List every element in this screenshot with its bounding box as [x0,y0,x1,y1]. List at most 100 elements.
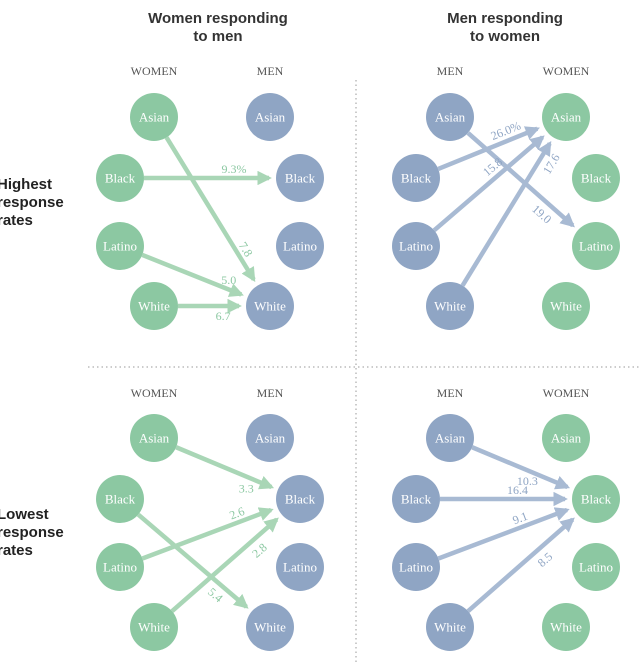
row-title-line: response [0,194,64,211]
node-men-label: Black [285,492,316,507]
node-women-label: White [550,299,582,314]
flow-value-label: 6.7 [216,309,231,323]
flow-value-label: 9.1 [511,509,530,527]
node-men-label: White [434,620,466,635]
node-men-label: Asian [435,431,466,446]
node-women-label: Latino [103,239,137,254]
flow-arrow [466,517,575,613]
node-men-circle [276,154,324,202]
flow-value-label: 9.3% [222,162,247,176]
node-women-circle [572,543,620,591]
node-men-circle [276,543,324,591]
node-women-label: Latino [103,560,137,575]
flow-arrow [164,136,256,283]
node-men-circle [246,93,294,141]
panel-right-header: WOMEN [543,386,590,400]
node-women-label: Asian [551,110,582,125]
node-women-circle [130,414,178,462]
node-women-label: Black [581,492,612,507]
node-women-circle [572,475,620,523]
column-title-line: to men [193,28,243,45]
node-women-circle [572,222,620,270]
node-men-label: White [254,620,286,635]
node-men-label: Asian [255,110,286,125]
node-women-label: Asian [551,431,582,446]
node-women-circle [542,282,590,330]
flow-arrow [466,131,575,228]
panel-right-header: MEN [257,64,284,78]
node-women-circle [96,154,144,202]
flow-value-label: 16.4 [507,483,528,497]
column-title-men-to-women: Men responding to women [405,10,605,46]
node-women-label: White [138,620,170,635]
node-men-circle [426,282,474,330]
node-men-label: Latino [399,239,433,254]
node-men-circle [246,414,294,462]
column-title-women-to-men: Women responding to men [118,10,318,46]
node-men-label: Asian [435,110,466,125]
node-women-circle [130,93,178,141]
node-women-label: Asian [139,110,170,125]
column-title-line: Women responding [148,10,288,27]
node-women-circle [96,475,144,523]
flow-value-label: 10.3 [517,474,538,488]
flow-arrow [437,126,540,172]
node-men-circle [426,603,474,651]
node-women-label: Black [105,492,136,507]
node-men-circle [392,154,440,202]
flow-arrow [432,135,545,233]
row-title-line: rates [0,212,33,229]
node-men-label: Latino [283,560,317,575]
panel-left-header: WOMEN [131,386,178,400]
node-men-label: Latino [283,239,317,254]
column-title-line: Men responding [447,10,563,27]
node-men-label: Black [285,171,316,186]
flow-arrow [460,140,552,287]
node-men-circle [392,222,440,270]
flow-value-label: 2.6 [227,504,246,522]
node-men-circle [276,222,324,270]
row-title-line: Highest [0,176,53,193]
row-title-line: rates [0,542,33,559]
column-title-line: to women [470,28,540,45]
node-women-circle [572,154,620,202]
node-women-label: Latino [579,560,613,575]
node-women-label: Black [105,171,136,186]
node-men-circle [392,475,440,523]
node-women-circle [542,93,590,141]
node-men-circle [246,282,294,330]
flow-value-label: 5.0 [221,273,236,287]
node-women-circle [130,282,178,330]
node-men-circle [276,475,324,523]
node-women-label: White [138,299,170,314]
flow-arrow [170,517,279,613]
node-women-circle [542,603,590,651]
node-women-circle [96,222,144,270]
node-men-circle [426,93,474,141]
node-women-circle [96,543,144,591]
node-men-label: White [434,299,466,314]
node-women-circle [130,603,178,651]
node-men-circle [392,543,440,591]
panel-right-header: MEN [257,386,284,400]
node-men-label: Asian [255,431,286,446]
node-men-label: Latino [399,560,433,575]
flow-arrow [136,512,249,609]
node-men-label: Black [401,492,432,507]
node-women-label: Black [581,171,612,186]
node-women-circle [542,414,590,462]
flow-arrow [141,507,274,561]
node-men-circle [246,603,294,651]
flow-value-label: 7.8 [236,239,256,259]
node-women-label: Latino [579,239,613,254]
node-women-label: Asian [139,431,170,446]
panel-right-header: WOMEN [543,64,590,78]
row-title-highest: Highest response rates [0,176,77,230]
flow-value-label: 3.3 [239,481,254,495]
